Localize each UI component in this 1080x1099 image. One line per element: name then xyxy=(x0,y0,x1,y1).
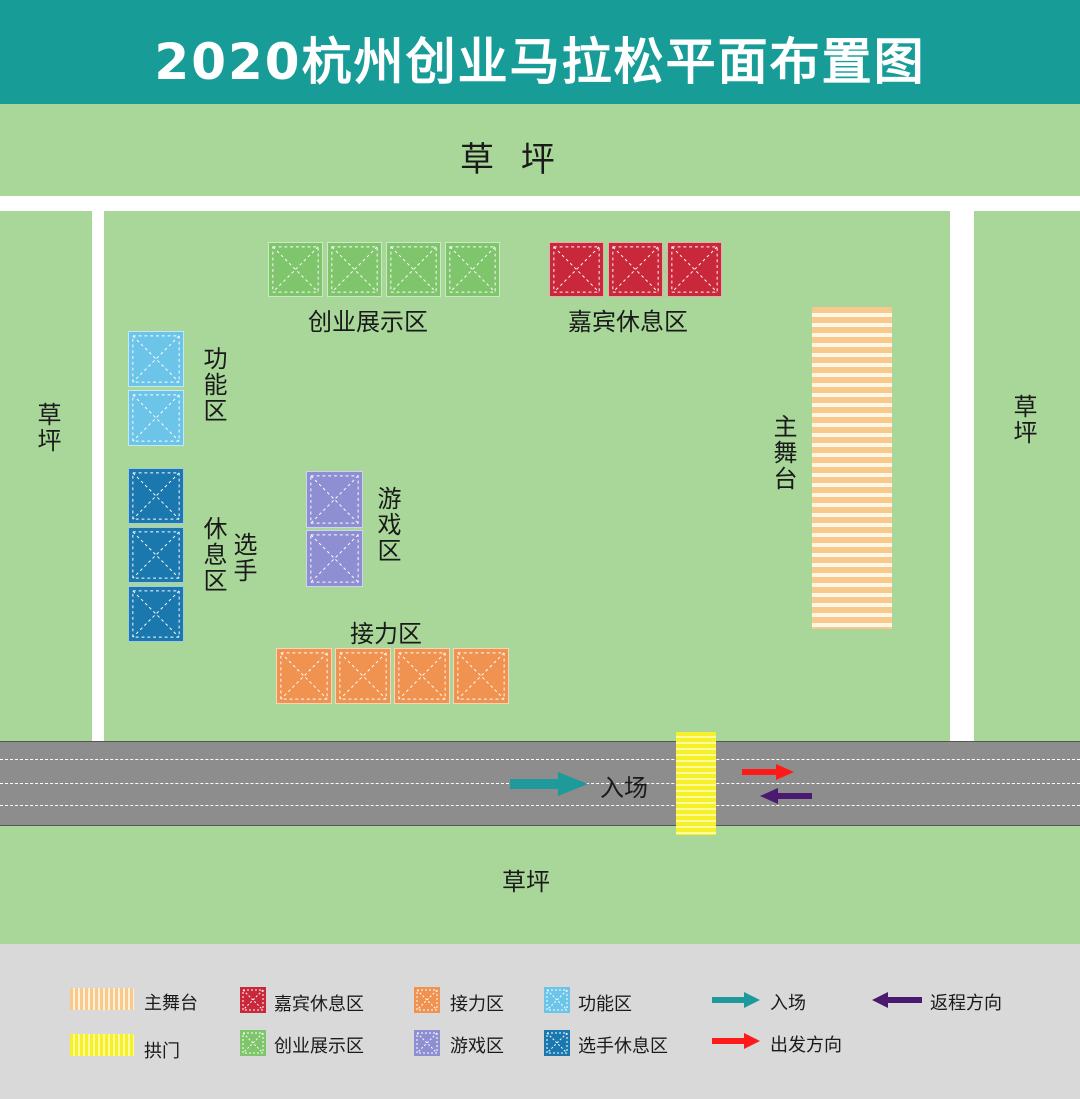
player-rest-booth xyxy=(128,527,184,583)
entrance-arrow-icon xyxy=(510,772,588,796)
guest-rest-booth xyxy=(549,242,604,297)
game-label: 游戏区 xyxy=(373,486,401,564)
right-path xyxy=(950,205,974,741)
guest-rest-booth xyxy=(667,242,722,297)
legend-return-arrow-icon xyxy=(872,992,922,1008)
legend-label-player-rest: 选手休息区 xyxy=(578,1036,668,1057)
startup-display-label: 创业展示区 xyxy=(308,308,428,336)
venue-area xyxy=(104,211,950,741)
lane-line xyxy=(0,759,1080,760)
startup-display-booth xyxy=(268,242,323,297)
main-stage xyxy=(812,307,892,629)
depart-arrow-icon xyxy=(742,764,794,780)
legend-label-arch: 拱门 xyxy=(144,1041,180,1062)
legend-swatch-guest-rest xyxy=(240,987,266,1013)
startup-display-booth xyxy=(386,242,441,297)
function-label: 功能区 xyxy=(199,346,227,424)
legend-label-return: 返程方向 xyxy=(930,993,1002,1014)
player-rest-booth xyxy=(128,586,184,642)
legend-label-function: 功能区 xyxy=(578,994,632,1015)
main-stage-label: 主舞台 xyxy=(769,414,797,492)
legend-label-guest-rest: 嘉宾休息区 xyxy=(274,994,364,1015)
lane-line xyxy=(0,805,1080,806)
header-bar xyxy=(0,0,1080,104)
legend-label-game: 游戏区 xyxy=(450,1036,504,1057)
page-title: 2020杭州创业马拉松平面布置图 xyxy=(154,33,926,91)
legend-swatch-main-stage xyxy=(70,988,134,1010)
relay-booth xyxy=(394,648,450,704)
player-rest-label-a: 选手 xyxy=(229,532,257,584)
startup-display-booth xyxy=(445,242,500,297)
arch-gate xyxy=(676,732,716,835)
legend-entrance-arrow-icon xyxy=(712,992,760,1008)
legend-label-startup-display: 创业展示区 xyxy=(274,1036,364,1057)
function-booth xyxy=(128,390,184,446)
return-arrow-icon xyxy=(760,788,812,804)
relay-booth xyxy=(453,648,509,704)
relay-booth xyxy=(335,648,391,704)
top-path xyxy=(0,196,1080,211)
player-rest-booth xyxy=(128,468,184,524)
legend-label-main-stage: 主舞台 xyxy=(144,993,198,1014)
legend-swatch-game xyxy=(414,1030,440,1056)
relay-label: 接力区 xyxy=(350,620,422,648)
function-booth xyxy=(128,331,184,387)
legend-swatch-function xyxy=(544,987,570,1013)
legend-label-depart: 出发方向 xyxy=(770,1035,842,1056)
relay-booth xyxy=(276,648,332,704)
legend-label-relay: 接力区 xyxy=(450,994,504,1015)
legend xyxy=(0,944,1080,1099)
legend-swatch-arch xyxy=(70,1034,134,1056)
game-booth xyxy=(306,471,363,528)
entrance-label: 入场 xyxy=(600,774,648,802)
lawn-label-bottom: 草坪 xyxy=(502,868,550,896)
lawn-label-left: 草坪 xyxy=(33,402,61,454)
left-path xyxy=(92,205,104,741)
guest-rest-booth xyxy=(608,242,663,297)
legend-swatch-player-rest xyxy=(544,1030,570,1056)
legend-swatch-relay xyxy=(414,987,440,1013)
startup-display-booth xyxy=(327,242,382,297)
game-booth xyxy=(306,530,363,587)
legend-depart-arrow-icon xyxy=(712,1033,760,1049)
legend-label-entrance: 入场 xyxy=(770,993,806,1014)
lawn-label-top: 草 坪 xyxy=(460,140,563,180)
lawn-label-right: 草坪 xyxy=(1009,394,1037,446)
guest-rest-label: 嘉宾休息区 xyxy=(568,308,688,336)
legend-swatch-startup-display xyxy=(240,1030,266,1056)
player-rest-label-b: 休息区 xyxy=(199,516,227,594)
